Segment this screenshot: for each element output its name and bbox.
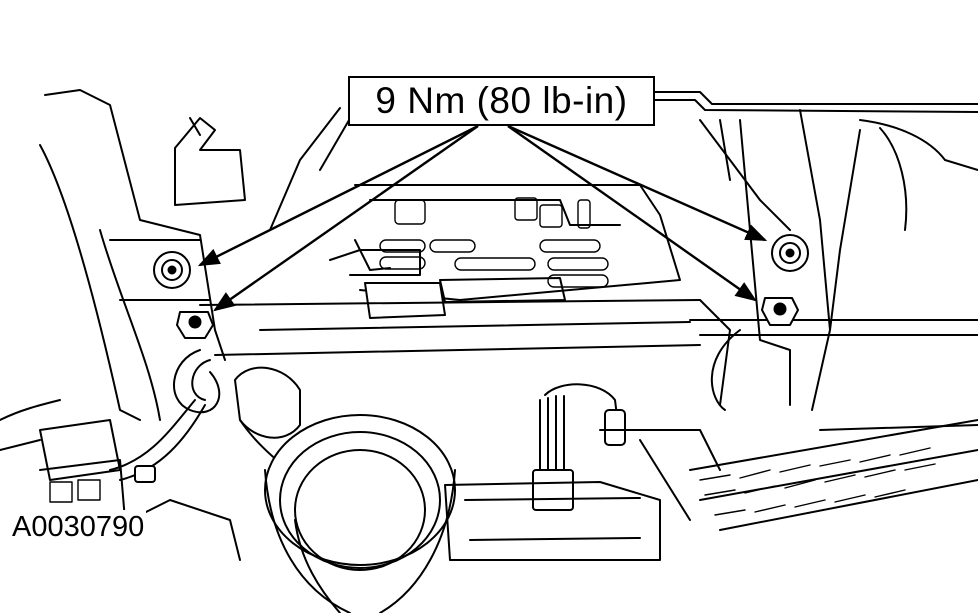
right-lower-nut <box>761 297 799 326</box>
lower-connector <box>444 383 661 561</box>
leader-arrows <box>197 124 768 312</box>
left-upper-bolt <box>153 251 191 289</box>
upper-panel <box>269 91 978 231</box>
leader-to-right-lower-nut <box>507 125 757 302</box>
left-bracket <box>39 89 246 421</box>
central-module <box>329 184 681 319</box>
leader-to-left-lower-nut <box>213 125 479 312</box>
lower-right-harness <box>599 419 978 531</box>
left-harness <box>109 349 301 483</box>
leader-to-right-upper-bolt <box>507 124 768 242</box>
left-lower-nut <box>176 311 214 339</box>
leader-to-left-upper-bolt <box>197 124 479 267</box>
right-bracket <box>689 109 978 411</box>
cross-beam <box>199 299 731 406</box>
figure-id: A0030790 <box>10 510 147 544</box>
right-upper-bolt <box>771 234 809 272</box>
column-boot <box>264 414 456 613</box>
torque-spec-callout: 9 Nm (80 lb-in) <box>348 76 655 126</box>
